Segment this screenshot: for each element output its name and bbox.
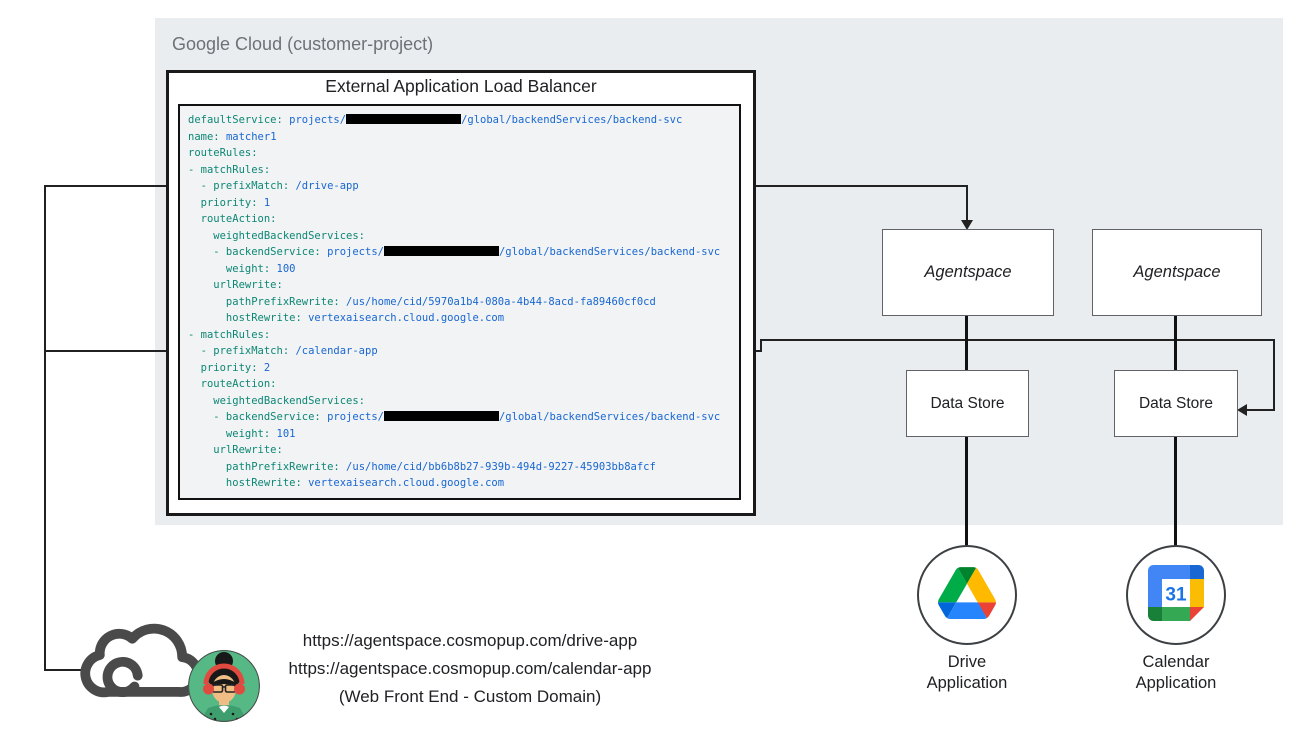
agentspace-box-right: Agentspace [1092, 229, 1262, 316]
code-line: weight: 101 [188, 427, 296, 440]
google-calendar-icon: 31 [1148, 564, 1204, 626]
redacted-project-id [346, 114, 462, 124]
code-line: weightedBackendServices: [188, 229, 366, 242]
code-line: routeAction: [188, 213, 277, 225]
code-line: - prefixMatch: /calendar-app [188, 345, 378, 357]
code-line: urlRewrite: [188, 444, 283, 456]
code-line: weightedBackendServices: [188, 394, 366, 407]
agentspace-box-left: Agentspace [882, 229, 1054, 316]
datastore-label: Data Store [930, 394, 1005, 412]
code-line: hostRewrite: vertexaisearch.cloud.google… [188, 477, 505, 489]
code-line: weight: 100 [188, 262, 296, 275]
code-line: - matchRules: [188, 163, 271, 176]
drive-app-circle [917, 545, 1017, 645]
code-line: - backendService: projects//global/backe… [188, 411, 721, 423]
datastore-arrowhead [1237, 404, 1247, 416]
google-cloud-label: Google Cloud (customer-project) [172, 34, 434, 54]
frontend-caption: (Web Front End - Custom Domain) [338, 687, 602, 706]
redacted-project-id [383, 411, 499, 421]
calendar-rule-down-line [1273, 339, 1275, 411]
drive-app-label: Drive Application [926, 653, 1008, 692]
calendar-rule-line-c [1247, 409, 1275, 411]
lb-config-code: defaultService: projects//global/backend… [178, 104, 741, 500]
agentspace-label: Agentspace [924, 263, 1012, 281]
code-line: pathPrefixRewrite: /us/home/cid/bb6b8b27… [188, 460, 656, 473]
trunk-to-cloud-line [44, 669, 84, 671]
code-line: - prefixMatch: /drive-app [188, 180, 359, 192]
agentspace-arrowhead [961, 220, 973, 230]
user-avatar [188, 650, 260, 727]
google-drive-icon [938, 566, 996, 624]
code-line: priority: 1 [188, 196, 271, 209]
datastore-box-right: Data Store [1114, 370, 1238, 437]
user-trunk-line [44, 185, 46, 671]
calendar-day-number: 31 [1165, 584, 1187, 605]
drive-rule-down-line [966, 185, 968, 221]
datastore-box-left: Data Store [906, 370, 1029, 437]
code-line: routeAction: [188, 378, 277, 390]
code-line: hostRewrite: vertexaisearch.cloud.google… [188, 312, 505, 324]
code-line: - matchRules: [188, 328, 271, 341]
code-line: name: matcher1 [188, 130, 277, 143]
load-balancer-title: External Application Load Balancer [325, 76, 597, 96]
agentspace-label: Agentspace [1133, 263, 1221, 281]
url-calendar: https://agentspace.cosmopup.com/calendar… [288, 659, 652, 678]
code-line: priority: 2 [188, 361, 271, 374]
calendar-rule-jog [760, 339, 762, 352]
cloud-icon [76, 606, 206, 721]
code-line: pathPrefixRewrite: /us/home/cid/5970a1b4… [188, 295, 656, 308]
datastore-label: Data Store [1138, 394, 1214, 412]
code-line: - backendService: projects//global/backe… [188, 246, 721, 258]
code-line: defaultService: projects//global/backend… [188, 114, 683, 126]
url-drive: https://agentspace.cosmopup.com/drive-ap… [302, 631, 638, 650]
calendar-app-circle: 31 [1126, 545, 1226, 645]
code-line: routeRules: [188, 147, 258, 159]
code-line: urlRewrite: [188, 279, 283, 291]
user-to-calendar-rule-line [44, 350, 184, 352]
calendar-app-label: Calendar Application [1135, 653, 1217, 692]
frontend-urls: https://agentspace.cosmopup.com/drive-ap… [242, 627, 698, 711]
calendar-rule-line-b [760, 339, 1275, 341]
redacted-project-id [383, 246, 499, 256]
user-to-drive-rule-line [44, 185, 184, 187]
